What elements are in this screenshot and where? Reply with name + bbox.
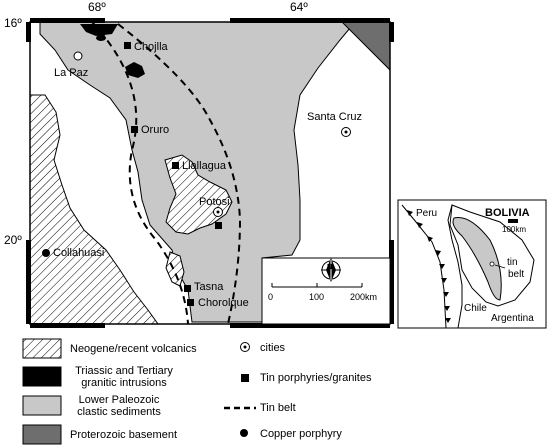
legend-label-tinbelt: Tin belt (260, 402, 296, 414)
legend-label-copper: Copper porphyry (260, 428, 342, 440)
inset-tin-belt (452, 216, 502, 301)
legend-swatch-volcanics (22, 338, 62, 359)
inset-label-argentina: Argentina (491, 313, 534, 324)
tin-belt-east (117, 23, 242, 324)
tin-symbol-potosi (215, 222, 222, 229)
scale-tick-0: 0 (268, 292, 274, 302)
inset-label-belt: belt (508, 269, 525, 280)
scale-tick-100: 100 (309, 292, 325, 302)
tin-belt-west (91, 22, 189, 324)
legend-label-paleozoic: Lower Paleozoic clastic sediments (77, 394, 161, 418)
latitude-label-20: 20º (4, 233, 22, 247)
longitude-label-64: 64º (290, 0, 308, 14)
north-arrow-label: N (327, 264, 333, 271)
legend-label-volcanics: Neogene/recent volcanics (70, 343, 197, 355)
north-arrow (321, 258, 341, 282)
place-label-la-paz: La Paz (54, 67, 89, 79)
inset-scale-bar (508, 219, 518, 223)
legend-label-intrusions: Triassic and Tertiary granitic intrusion… (75, 365, 173, 389)
scale-tick-200: 200km (350, 292, 378, 302)
legend-label-proterozoic: Proterozoic basement (70, 429, 177, 441)
inset-label-tin: tin (507, 257, 518, 268)
place-label-potosi: Potosi (199, 196, 230, 208)
inset-chile-border (447, 204, 463, 328)
legend-symbol-tin (241, 374, 249, 382)
map-border-ticks (26, 18, 394, 328)
city-symbol-la-paz (73, 51, 83, 61)
latitude-label-16: 16º (4, 16, 22, 30)
inset-bolivia-border (449, 204, 535, 307)
inset-frame (397, 199, 547, 329)
scale-box (261, 257, 391, 325)
scale-bar (271, 283, 363, 288)
tin-symbol-oruro (131, 126, 138, 133)
intrusion-illimani (125, 62, 145, 78)
legend-swatch-intrusions (22, 366, 62, 387)
intrusion-north (80, 24, 118, 36)
legend-label-tin: Tin porphyries/granites (260, 372, 372, 384)
tin-symbol-chojlla (124, 42, 131, 49)
legend-label-cities: cities (260, 342, 286, 354)
proterozoic-area (341, 22, 390, 71)
longitude-label-68: 68º (88, 0, 106, 14)
tin-symbol-tasna (184, 285, 191, 292)
volcanics-west (30, 94, 159, 324)
main-map-frame (29, 21, 391, 325)
main-map-body (30, 22, 390, 324)
place-label-chorolque: Chorolque (198, 297, 249, 309)
place-label-collahuasi: Collahuasi (53, 247, 105, 259)
place-label-santa-cruz: Santa Cruz (307, 111, 363, 123)
place-label-chojlla: Chojlla (134, 41, 168, 53)
place-symbols (42, 42, 351, 306)
place-label-tasna: Tasna (194, 281, 224, 293)
inset-label-peru: Peru (416, 208, 438, 219)
legend-swatch-proterozoic (22, 424, 62, 445)
tin-symbol-llallagua (172, 162, 179, 169)
legend-symbols (22, 338, 256, 445)
legend-swatch-paleozoic (22, 395, 62, 416)
inset-map-body (401, 204, 535, 328)
inset-label-chile: Chile (464, 303, 487, 314)
inset-title: BOLIVIA (485, 207, 530, 219)
legend-symbol-copper (240, 429, 248, 437)
copper-symbol-collahuasi (42, 249, 50, 257)
tin-symbol-chorolque (187, 299, 194, 306)
place-label-oruro: Oruro (141, 124, 170, 136)
place-label-llallagua: Llallagua (182, 160, 227, 172)
inset-scale-label: 100km (502, 225, 527, 234)
